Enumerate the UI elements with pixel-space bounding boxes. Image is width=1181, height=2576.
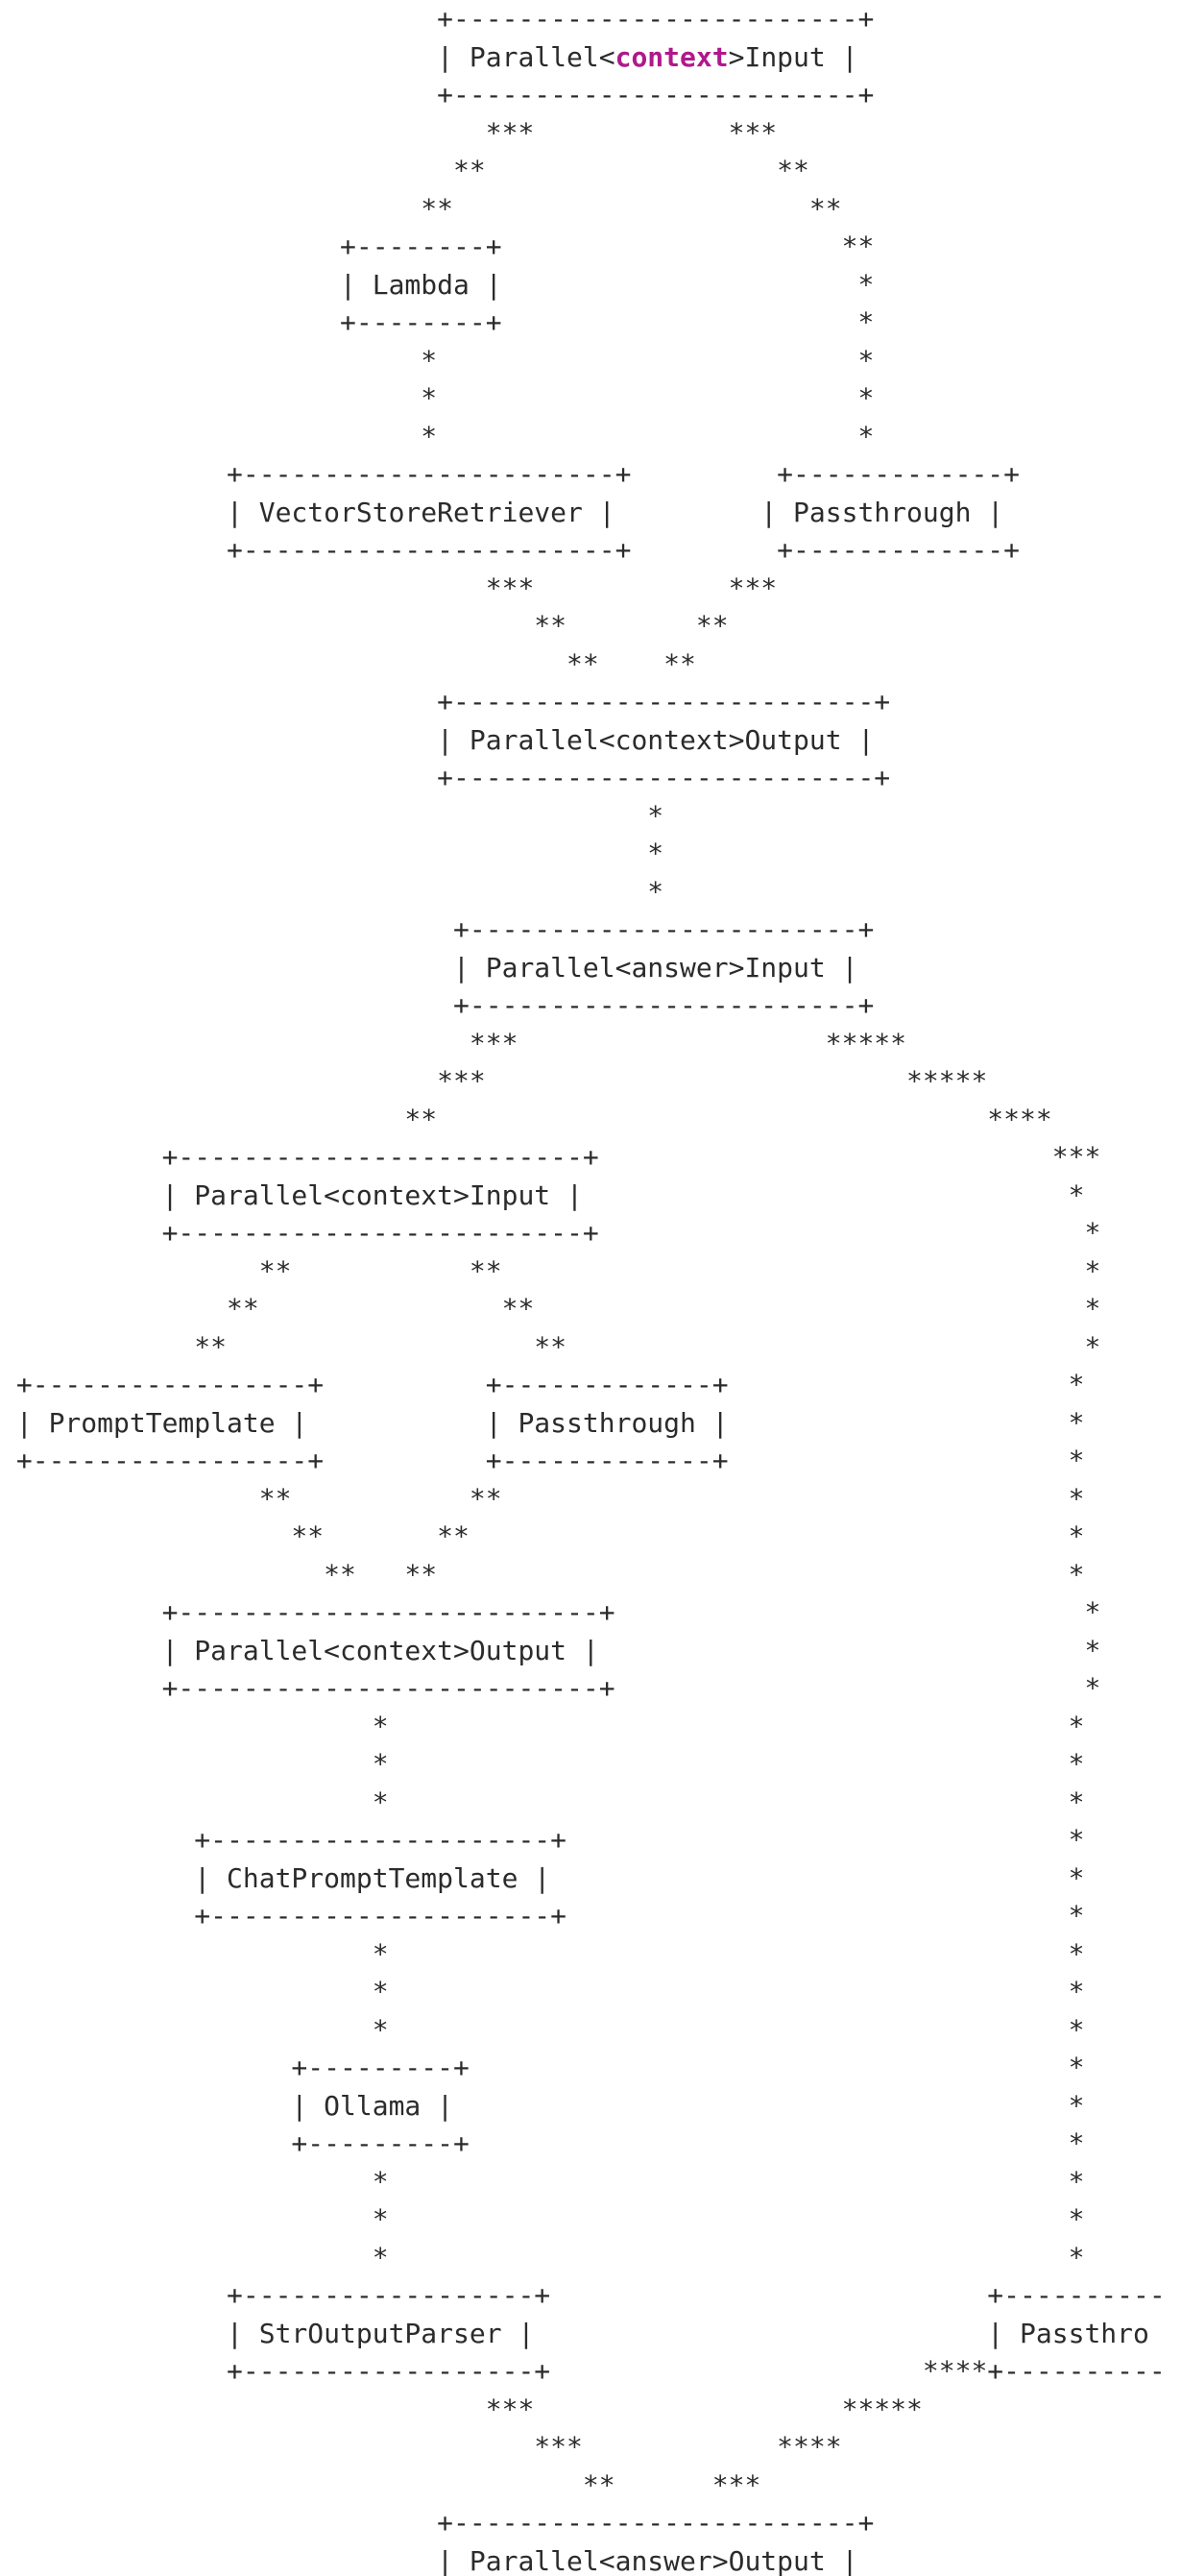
diagram-line: +------------------+ ****+---------- (0, 2355, 1166, 2387)
diagram-line: * (0, 838, 664, 869)
diagram-line: +-----------------+ +-------------+ * (0, 1369, 1085, 1400)
diagram-line: | Ollama | * (0, 2089, 1085, 2122)
diagram-line: | StrOutputParser | | Passthro (0, 2317, 1149, 2349)
diagram-line: | PromptTemplate | | Passthrough | * (0, 1406, 1085, 1439)
diagram-line: +-----------------------+ +-------------… (0, 458, 1021, 490)
diagram-line: *** *** (0, 116, 778, 149)
diagram-line: +-------------------------+ (0, 3, 875, 35)
diagram-line: ** ** * (0, 1482, 1085, 1515)
diagram-line: | Lambda | * (0, 268, 875, 301)
diagram-line: * * (0, 2013, 1085, 2046)
diagram-line: +--------------------------+ (0, 762, 891, 793)
diagram-line: * * (0, 1786, 1085, 1818)
diagram-line: +---------------------+ * (0, 1824, 1085, 1856)
diagram-line: | Parallel<context>Output | * (0, 1634, 1101, 1666)
diagram-line: *** **** (0, 2431, 842, 2463)
diagram-line: | Parallel<context>Input | (0, 40, 858, 73)
diagram-line: +--------------------------+ (0, 686, 891, 717)
diagram-line: * * (0, 1976, 1085, 2007)
diagram-line: +--------+ ** (0, 231, 875, 262)
diagram-line: * (0, 799, 664, 832)
diagram-line: +-------------------------+ *** (0, 1141, 1101, 1173)
diagram-line: ** ** * (0, 1330, 1101, 1363)
diagram-line: * * (0, 420, 875, 452)
diagram-line: +-----------------+ +-------------+ * (0, 1445, 1085, 1476)
diagram-line: *** ***** (0, 1065, 988, 1097)
diagram-line: ** ** (0, 647, 696, 680)
diagram-line: ** *** (0, 2468, 761, 2501)
diagram-line: +--------------------------+ * (0, 1672, 1101, 1704)
diagram-line: | Parallel<context>Input | * (0, 1179, 1085, 1211)
diagram-line: | Parallel<context>Output | (0, 723, 875, 756)
diagram-line: | Parallel<answer>Output | (0, 2544, 858, 2576)
diagram-line: *** *** (0, 571, 778, 604)
diagram-line: * (0, 875, 664, 908)
diagram-line: ** ** (0, 155, 809, 186)
diagram-line: * * (0, 1710, 1085, 1742)
diagram-line: +---------------------+ * (0, 1900, 1085, 1932)
diagram-line: | Parallel<answer>Input | (0, 951, 858, 984)
diagram-line: * * (0, 344, 875, 377)
diagram-line: +------------------------+ (0, 913, 875, 945)
diagram-line: +---------+ * (0, 2052, 1085, 2083)
diagram-line: +-------------------------+ * (0, 1217, 1101, 1249)
diagram-line: +------------------------+ (0, 989, 875, 1021)
diagram-line: +--------------------------+ * (0, 1596, 1101, 1628)
diagram-line: ** ** * (0, 1558, 1085, 1591)
diagram-line: ** ** * (0, 1520, 1085, 1552)
diagram-line: ** ** (0, 610, 729, 642)
diagram-line: +-----------------------+ +-------------… (0, 534, 1021, 566)
diagram-line: ** **** (0, 1103, 1052, 1135)
diagram-line: +------------------+ +---------- (0, 2279, 1166, 2311)
diagram-line: | ChatPromptTemplate | * (0, 1861, 1085, 1894)
diagram-line: +-------------------------+ (0, 2507, 875, 2539)
diagram-line: * * (0, 1748, 1085, 1780)
diagram-line: * * (0, 2203, 1085, 2235)
diagram-line: *** ***** (0, 2393, 923, 2425)
highlighted-keyword: context (615, 40, 729, 73)
diagram-line: ** ** * (0, 1254, 1101, 1287)
diagram-line: | VectorStoreRetriever | | Passthrough | (0, 496, 1004, 528)
diagram-line: * * (0, 1937, 1085, 1970)
diagram-line: * * (0, 382, 875, 414)
diagram-line: *** ***** (0, 1027, 907, 1059)
diagram-line: +---------+ * (0, 2127, 1085, 2159)
diagram-line: +-------------------------+ (0, 79, 875, 110)
diagram-line: +--------+ * (0, 306, 875, 338)
diagram-line: * * (0, 2241, 1085, 2273)
diagram-line: * * (0, 2165, 1085, 2198)
diagram-line: ** ** (0, 192, 842, 225)
diagram-line: ** ** * (0, 1293, 1101, 1324)
